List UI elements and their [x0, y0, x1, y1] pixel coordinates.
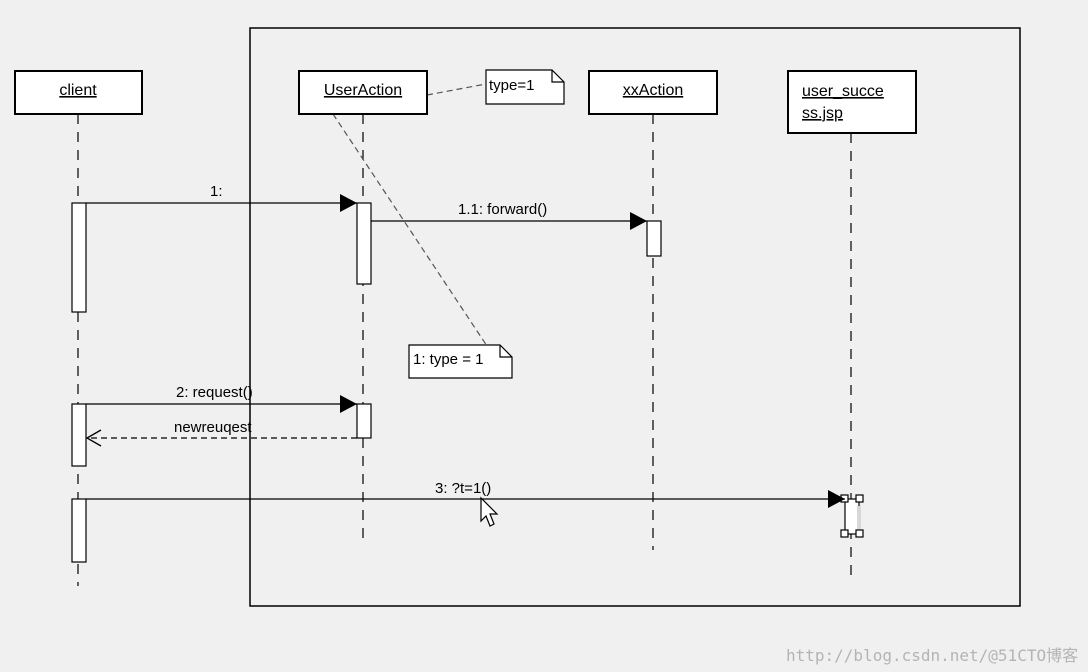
- system-boundary-frame: [249, 27, 1021, 607]
- note-type-msg-text: 1: type = 1: [413, 351, 483, 368]
- participant-xxaction[interactable]: xxAction: [588, 70, 718, 115]
- selection-handle[interactable]: [855, 494, 864, 503]
- activation-useraction-1: [356, 202, 372, 285]
- message-1[interactable]: 1:: [86, 183, 357, 212]
- participant-useraction[interactable]: UserAction: [298, 70, 428, 115]
- message-1-1-label: 1.1: forward(): [458, 201, 547, 218]
- note-connector-type: [426, 83, 487, 96]
- participant-label-useraction: UserAction: [324, 82, 402, 99]
- message-1-label: 1:: [210, 183, 223, 200]
- activation-client-2: [71, 403, 87, 467]
- note-type[interactable]: type=1: [485, 69, 565, 105]
- activation-client-1: [71, 202, 87, 313]
- message-2[interactable]: 2: request(): [86, 384, 357, 413]
- message-2-label: 2: request(): [176, 384, 253, 401]
- activation-xxaction-1: [646, 220, 662, 257]
- participant-label-client: client: [59, 82, 97, 99]
- activation-client-3: [71, 498, 87, 563]
- selection-handle[interactable]: [840, 529, 849, 538]
- mouse-cursor-icon: [480, 496, 499, 527]
- participant-label-usersuccess-line1: user_succe: [802, 83, 884, 100]
- note-type-msg[interactable]: 1: type = 1: [408, 344, 513, 379]
- message-1-1[interactable]: 1.1: forward(): [371, 201, 647, 230]
- activation-useraction-2: [356, 403, 372, 439]
- activation-usersuccess-selected[interactable]: [840, 494, 864, 538]
- participant-label-usersuccess-line2: ss.jsp: [802, 105, 843, 122]
- message-3-label: 3: ?t=1(): [435, 480, 491, 497]
- participant-usersuccess[interactable]: user_succe ss.jsp: [787, 70, 917, 134]
- message-3[interactable]: 3: ?t=1(): [86, 480, 845, 508]
- message-return-label: newreuqest: [174, 419, 252, 436]
- selection-handle[interactable]: [855, 529, 864, 538]
- note-connector-type-msg: [332, 113, 488, 347]
- participant-client[interactable]: client: [14, 70, 143, 115]
- message-return[interactable]: newreuqest: [85, 419, 357, 447]
- note-type-text: type=1: [489, 77, 534, 94]
- watermark: http://blog.csdn.net/@51CTO博客: [786, 646, 1079, 665]
- participant-label-xxaction: xxAction: [623, 82, 683, 99]
